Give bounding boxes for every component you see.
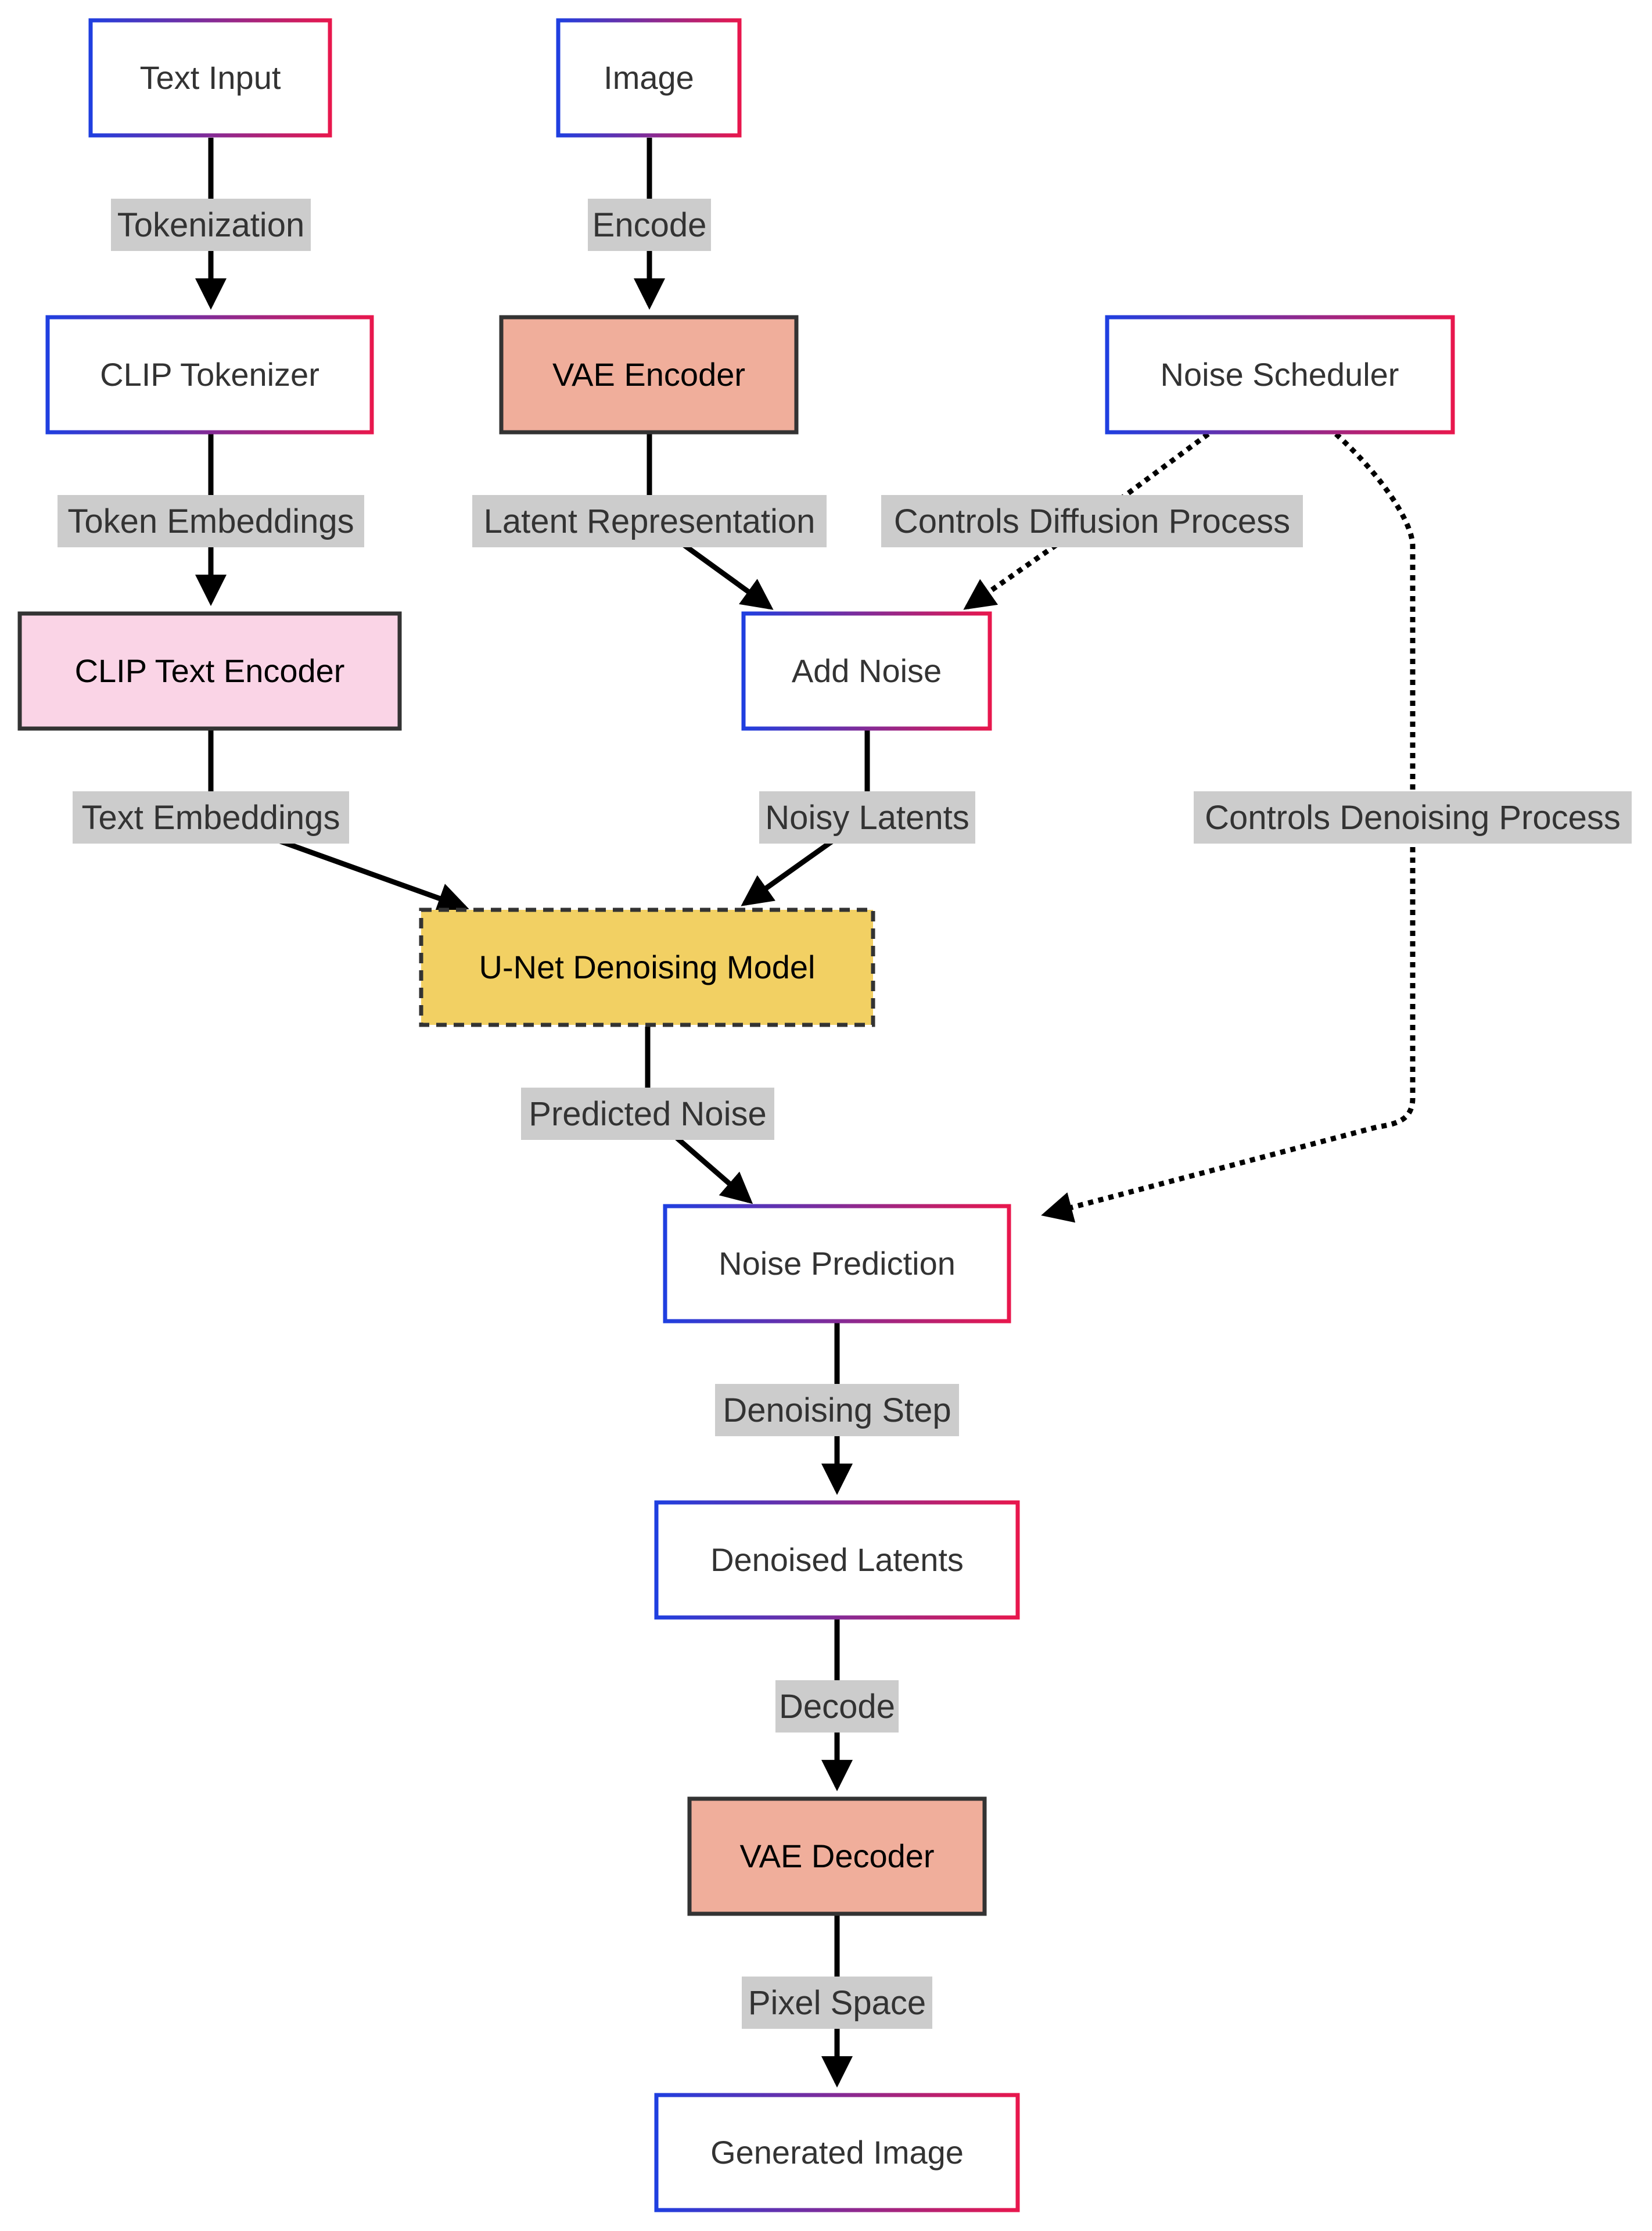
node-add-noise[interactable]: Add Noise: [741, 611, 992, 731]
node-clip-tokenizer[interactable]: CLIP Tokenizer: [45, 315, 374, 435]
svg-text:Noisy Latents: Noisy Latents: [765, 799, 969, 837]
node-noise-prediction[interactable]: Noise Prediction: [663, 1204, 1011, 1323]
svg-text:Pixel Space: Pixel Space: [748, 1984, 926, 2022]
svg-text:Generated Image: Generated Image: [710, 2134, 964, 2171]
svg-text:Noise Scheduler: Noise Scheduler: [1161, 356, 1399, 393]
svg-text:Controls Denoising Process: Controls Denoising Process: [1205, 799, 1621, 837]
edge-label-encode: Encode: [588, 199, 711, 251]
svg-text:Text Input: Text Input: [140, 59, 281, 96]
svg-text:Noise Prediction: Noise Prediction: [719, 1245, 956, 1282]
node-generated-image[interactable]: Generated Image: [654, 2093, 1020, 2212]
svg-text:CLIP Text Encoder: CLIP Text Encoder: [75, 652, 345, 689]
edge-label-latent-representation: Latent Representation: [472, 495, 827, 547]
node-vae-encoder[interactable]: VAE Encoder: [499, 315, 799, 435]
edge-labels: Tokenization Encode Token Embeddings Lat…: [58, 199, 1632, 2029]
edge-label-tokenization: Tokenization: [111, 199, 311, 251]
edge-label-controls-diffusion: Controls Diffusion Process: [881, 495, 1303, 547]
edge-label-decode: Decode: [775, 1680, 899, 1733]
node-vae-decoder[interactable]: VAE Decoder: [687, 1796, 987, 1916]
edge-controls-denoising: [1041, 432, 1416, 1223]
edge-label-token-embeddings: Token Embeddings: [58, 495, 364, 547]
svg-text:Token Embeddings: Token Embeddings: [67, 503, 354, 540]
svg-text:Decode: Decode: [779, 1688, 895, 1726]
svg-text:Text Embeddings: Text Embeddings: [82, 799, 340, 837]
svg-text:U-Net Denoising Model: U-Net Denoising Model: [479, 949, 816, 985]
svg-text:Image: Image: [604, 59, 694, 96]
svg-text:CLIP Tokenizer: CLIP Tokenizer: [100, 356, 319, 393]
svg-text:Denoised Latents: Denoised Latents: [710, 1541, 964, 1578]
edge-label-predicted-noise: Predicted Noise: [521, 1088, 774, 1140]
svg-text:Add Noise: Add Noise: [792, 652, 942, 689]
node-clip-text-encoder[interactable]: CLIP Text Encoder: [17, 611, 402, 731]
node-noise-scheduler[interactable]: Noise Scheduler: [1105, 315, 1455, 435]
svg-text:VAE Encoder: VAE Encoder: [552, 356, 745, 393]
node-denoised-latents[interactable]: Denoised Latents: [654, 1500, 1020, 1620]
edge-label-noisy-latents: Noisy Latents: [759, 791, 975, 844]
nodes: Text Input Image CLIP Tokenizer VAE Enco…: [17, 18, 1455, 2212]
svg-text:Predicted Noise: Predicted Noise: [529, 1095, 766, 1133]
edge-label-text-embeddings: Text Embeddings: [73, 791, 349, 844]
svg-text:Tokenization: Tokenization: [117, 206, 304, 244]
svg-text:Controls Diffusion Process: Controls Diffusion Process: [894, 503, 1290, 540]
edge-label-controls-denoising: Controls Denoising Process: [1194, 791, 1632, 844]
edge-label-pixel-space: Pixel Space: [742, 1977, 932, 2029]
edge-label-denoising-step: Denoising Step: [715, 1384, 959, 1436]
node-text-input[interactable]: Text Input: [88, 18, 332, 138]
node-image[interactable]: Image: [556, 18, 742, 138]
node-unet-denoising-model[interactable]: U-Net Denoising Model: [419, 908, 875, 1027]
svg-text:Encode: Encode: [592, 206, 707, 244]
svg-text:Latent Representation: Latent Representation: [484, 503, 816, 540]
svg-text:VAE Decoder: VAE Decoder: [739, 1838, 934, 1874]
svg-text:Denoising Step: Denoising Step: [723, 1391, 951, 1429]
